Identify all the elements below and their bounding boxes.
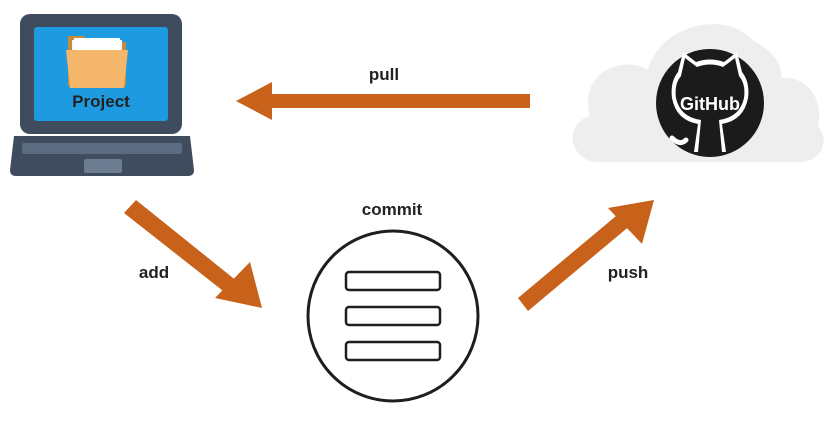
pull-arrow	[236, 82, 530, 120]
pull-label: pull	[369, 65, 399, 84]
github-octocat-icon	[669, 52, 749, 152]
laptop-trackpad	[84, 159, 122, 173]
add-arrow	[124, 200, 262, 308]
folder-icon	[66, 36, 128, 88]
add-label: add	[139, 263, 169, 282]
laptop-keyboard	[22, 143, 182, 154]
commit-label: commit	[362, 200, 423, 219]
cloud-label: GitHub	[680, 94, 740, 114]
stacked-lines-icon	[344, 270, 442, 362]
laptop: Project	[10, 14, 194, 176]
push-arrow	[518, 200, 654, 311]
push-label: push	[608, 263, 649, 282]
laptop-label: Project	[72, 92, 130, 111]
github-cloud: GitHub	[572, 24, 824, 163]
commit-node	[306, 229, 480, 403]
